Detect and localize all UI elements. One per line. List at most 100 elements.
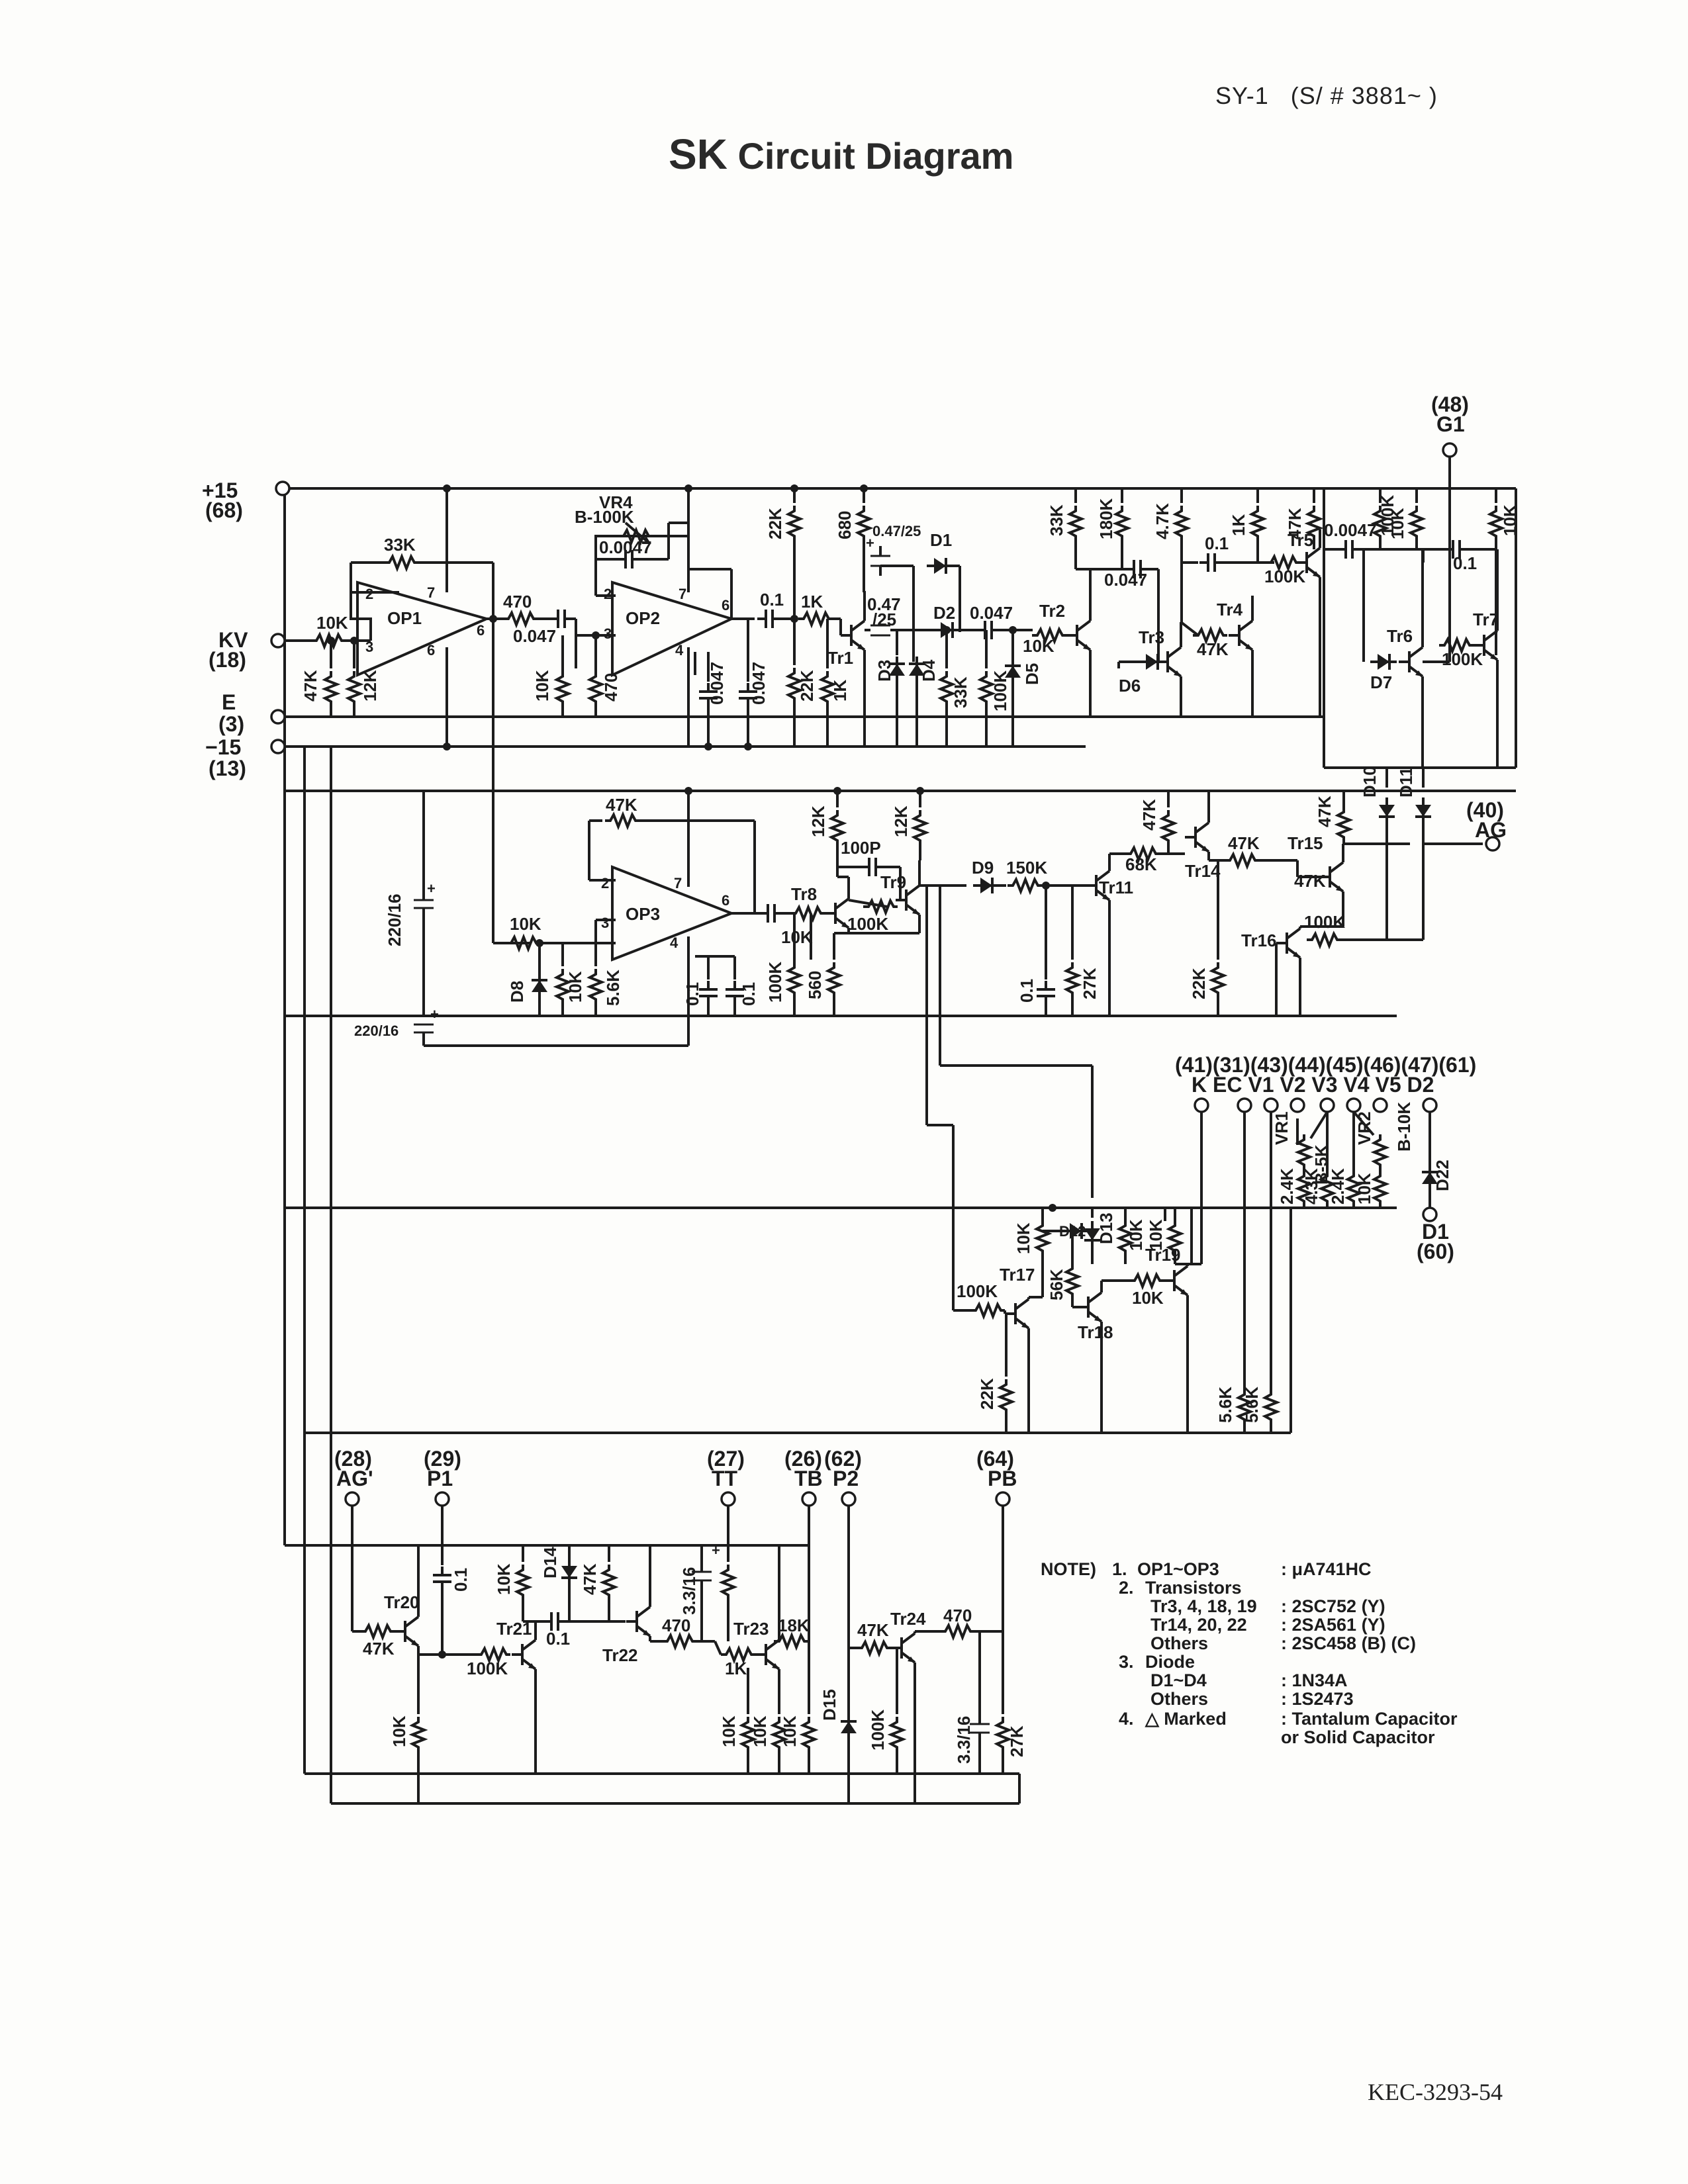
terminal-v5[interactable]: [1372, 1097, 1388, 1113]
r10k-h: 10K: [1354, 1173, 1374, 1205]
r470-c: 470: [662, 1615, 690, 1635]
svg-text:+: +: [430, 1006, 439, 1023]
note-1-left: OP1~OP3: [1137, 1559, 1219, 1579]
p1-label: P1: [427, 1467, 453, 1490]
tr17-tr19-section: 10K D12 D13 56K 10K 10K: [953, 1204, 1292, 1434]
d1-term-label: D1: [1422, 1220, 1449, 1244]
r10k-f: 10K: [565, 971, 585, 1003]
svg-text:3: 3: [604, 625, 612, 642]
note-1-right: : μA741HC: [1281, 1559, 1372, 1579]
svg-text:6: 6: [477, 622, 485, 639]
terminal-g1[interactable]: [1442, 442, 1458, 458]
svg-text:6: 6: [722, 597, 729, 614]
d2-label: D2: [933, 603, 955, 623]
r22k-a: 22K: [765, 508, 785, 539]
r56k-b: 56K: [1047, 1269, 1066, 1300]
op2-stage: 10K 470 0.0047 VR4 B-100K OP2 2 3 7: [477, 484, 914, 751]
c01-g: 0.1: [451, 1568, 471, 1592]
c01-c: 0.1: [1453, 553, 1477, 573]
tr7-label: Tr7: [1473, 610, 1499, 629]
terminal-tb[interactable]: [801, 1491, 817, 1507]
svg-text:2: 2: [365, 586, 373, 602]
r10k-op3: 10K: [510, 914, 541, 934]
terminal-p1[interactable]: [434, 1491, 450, 1507]
d3-label: D3: [874, 660, 894, 682]
terminal-v3[interactable]: [1319, 1097, 1335, 1113]
serial-range: (S/ # 3881~ ): [1290, 82, 1438, 109]
terminal-minus15[interactable]: [270, 739, 286, 754]
svg-text:+: +: [427, 880, 436, 897]
tt-label: TT: [712, 1467, 738, 1490]
r24k-a: 2.4K: [1277, 1168, 1297, 1205]
d13-label: D13: [1096, 1212, 1116, 1244]
r10k-c: 10K: [1023, 636, 1055, 656]
terminal-d1[interactable]: [1422, 1206, 1438, 1222]
note-2b-right: : 2SA561 (Y): [1281, 1615, 1385, 1635]
r47k-e: 47K: [1139, 799, 1159, 831]
footer-code: KEC-3293-54: [1368, 2079, 1503, 2105]
tr11-label: Tr11: [1099, 878, 1133, 897]
terminal-pb[interactable]: [995, 1491, 1011, 1507]
c01-b: 0.1: [1205, 533, 1229, 553]
model-number: SY-1: [1215, 82, 1269, 109]
tr2-tr7-section: 10K Tr2 33K 180K 0.047 D6 Tr3: [1023, 392, 1520, 768]
vr2b-label: B-10K: [1394, 1102, 1414, 1152]
c01-e: 0.1: [739, 982, 759, 1006]
r56k-c: 5.6K: [1215, 1387, 1235, 1423]
notes-head: NOTE): [1041, 1559, 1096, 1579]
vr1-label: VR1: [1272, 1111, 1291, 1145]
tr4-label: Tr4: [1217, 600, 1243, 619]
tr18-label: Tr18: [1078, 1322, 1113, 1342]
svg-text:6: 6: [722, 892, 729, 909]
terminal-ag[interactable]: [1485, 836, 1501, 852]
svg-text:3: 3: [365, 639, 373, 655]
terminal-v4[interactable]: [1346, 1097, 1362, 1113]
note-2c-left: Others: [1150, 1633, 1208, 1653]
r100k-f: 100K: [847, 914, 888, 934]
e-num: (3): [218, 712, 244, 736]
plus15-num: (68): [205, 498, 243, 522]
r470-a: 470: [503, 592, 532, 612]
r10k-l: 10K: [1132, 1288, 1164, 1308]
terminal-ec[interactable]: [1237, 1097, 1252, 1113]
r22k-c: 22K: [1189, 968, 1209, 999]
terminal-d2[interactable]: [1422, 1097, 1438, 1113]
right-terminal-group: (41)(31)(43)(44)(45)(46)(47)(61) K EC V1…: [1175, 1053, 1476, 1390]
note-3b-left: Others: [1150, 1689, 1208, 1709]
r43k: 4.3K: [1301, 1168, 1321, 1205]
svg-text:+: +: [712, 1542, 720, 1559]
r100k-j: 100K: [868, 1709, 888, 1751]
c33-16b: 3.3/16: [954, 1716, 974, 1764]
c0047-c: 0.047: [707, 662, 727, 705]
r33k: 33K: [384, 535, 416, 555]
terminal-agp[interactable]: [344, 1491, 360, 1507]
r33k-c: 33K: [1047, 504, 1066, 536]
c0047-e: 0.047: [970, 603, 1013, 623]
r12k-c: 12K: [891, 805, 911, 837]
terminal-k[interactable]: [1194, 1097, 1209, 1113]
terminal-v1[interactable]: [1263, 1097, 1279, 1113]
r100k-c: 100K: [1378, 495, 1397, 536]
c220-16a: 220/16: [385, 893, 404, 946]
terminal-plus15[interactable]: [275, 480, 291, 496]
r22k-d: 22K: [977, 1378, 997, 1410]
d8-label: D8: [507, 981, 527, 1003]
note-4-num: 4.: [1119, 1709, 1134, 1729]
terminal-tt[interactable]: [720, 1491, 736, 1507]
r10k-d: 10K: [1387, 508, 1407, 539]
terminal-kv[interactable]: [270, 633, 286, 649]
terminal-e[interactable]: [270, 709, 286, 725]
r100k-h: 100K: [957, 1281, 998, 1301]
pb-num: (64): [976, 1447, 1014, 1471]
c0047-d: 0.047: [749, 662, 769, 705]
terminal-p2[interactable]: [841, 1491, 857, 1507]
r10k-e: 10K: [1500, 504, 1520, 536]
r100k-g: 100K: [1304, 912, 1345, 932]
terminal-v2[interactable]: [1289, 1097, 1305, 1113]
op3-label: OP3: [626, 904, 660, 924]
note-4b-right: or Solid Capacitor: [1281, 1727, 1435, 1747]
c047-25b: 0.47: [867, 594, 901, 614]
r18k: 18K: [778, 1615, 810, 1635]
c0047-a: 0.047: [513, 626, 556, 646]
